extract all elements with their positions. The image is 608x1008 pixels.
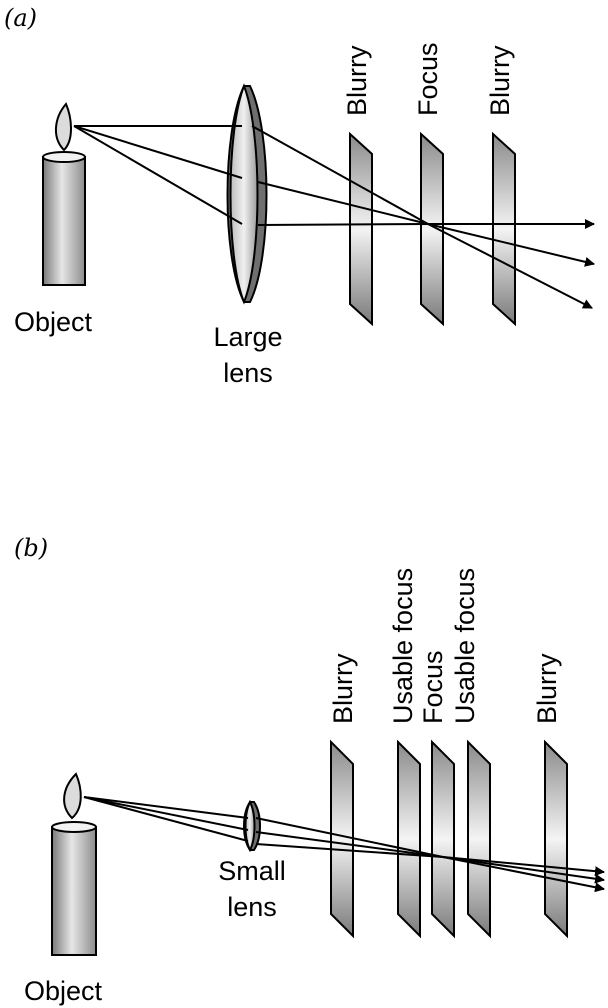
panel-b-candle-top bbox=[51, 821, 97, 833]
panel-a-lens-label-1: Large bbox=[213, 322, 282, 352]
panel-a-candle-body bbox=[42, 156, 86, 286]
panel-b-screen-label-blurry-2: Blurry bbox=[532, 653, 562, 724]
panel-b-small-lens bbox=[243, 799, 261, 853]
panel-b-screen-focus bbox=[431, 739, 455, 939]
panel-b-candle-body bbox=[51, 826, 97, 956]
panel-a: (a) Object Large lens Blurry bbox=[4, 4, 595, 388]
panel-b-flame bbox=[63, 772, 82, 820]
panel-a-lens-label-2: lens bbox=[223, 358, 273, 388]
panel-a-screen-focus bbox=[420, 131, 444, 327]
panel-a-screen-label-blurry-1: Blurry bbox=[342, 45, 372, 116]
panel-b: (b) Object Small lens B bbox=[14, 534, 605, 1006]
panel-a-screen-label-blurry-2: Blurry bbox=[485, 45, 515, 116]
panel-a-tag: (a) bbox=[4, 4, 37, 32]
panel-b-tag: (b) bbox=[14, 534, 48, 562]
panel-b-screen-usable-1 bbox=[397, 739, 421, 939]
panel-b-object-label: Object bbox=[24, 976, 103, 1006]
panel-b-candle bbox=[51, 772, 97, 956]
panel-a-flame bbox=[55, 102, 72, 152]
panel-a-screen-blurry-2 bbox=[492, 131, 516, 327]
panel-b-screen-usable-2 bbox=[467, 739, 491, 939]
panel-a-screen-blurry-1 bbox=[349, 131, 373, 327]
panel-a-screen-label-focus: Focus bbox=[413, 42, 443, 116]
panel-b-screen-blurry-2 bbox=[544, 739, 568, 939]
panel-a-candle-top bbox=[42, 151, 86, 163]
panel-b-screen-label-usable-1: Usable focus bbox=[388, 568, 418, 724]
panel-a-candle bbox=[42, 102, 86, 286]
panel-b-screen-label-blurry-1: Blurry bbox=[328, 653, 358, 724]
panel-b-screen-label-usable-2: Usable focus bbox=[450, 568, 480, 724]
panel-b-screen-label-focus: Focus bbox=[418, 650, 448, 724]
panel-b-lens-label-1: Small bbox=[218, 856, 286, 886]
panel-a-large-lens bbox=[226, 83, 268, 305]
panel-a-object-label: Object bbox=[14, 307, 93, 337]
panel-b-screen-blurry-1 bbox=[330, 739, 354, 939]
panel-b-lens-label-2: lens bbox=[227, 892, 277, 922]
